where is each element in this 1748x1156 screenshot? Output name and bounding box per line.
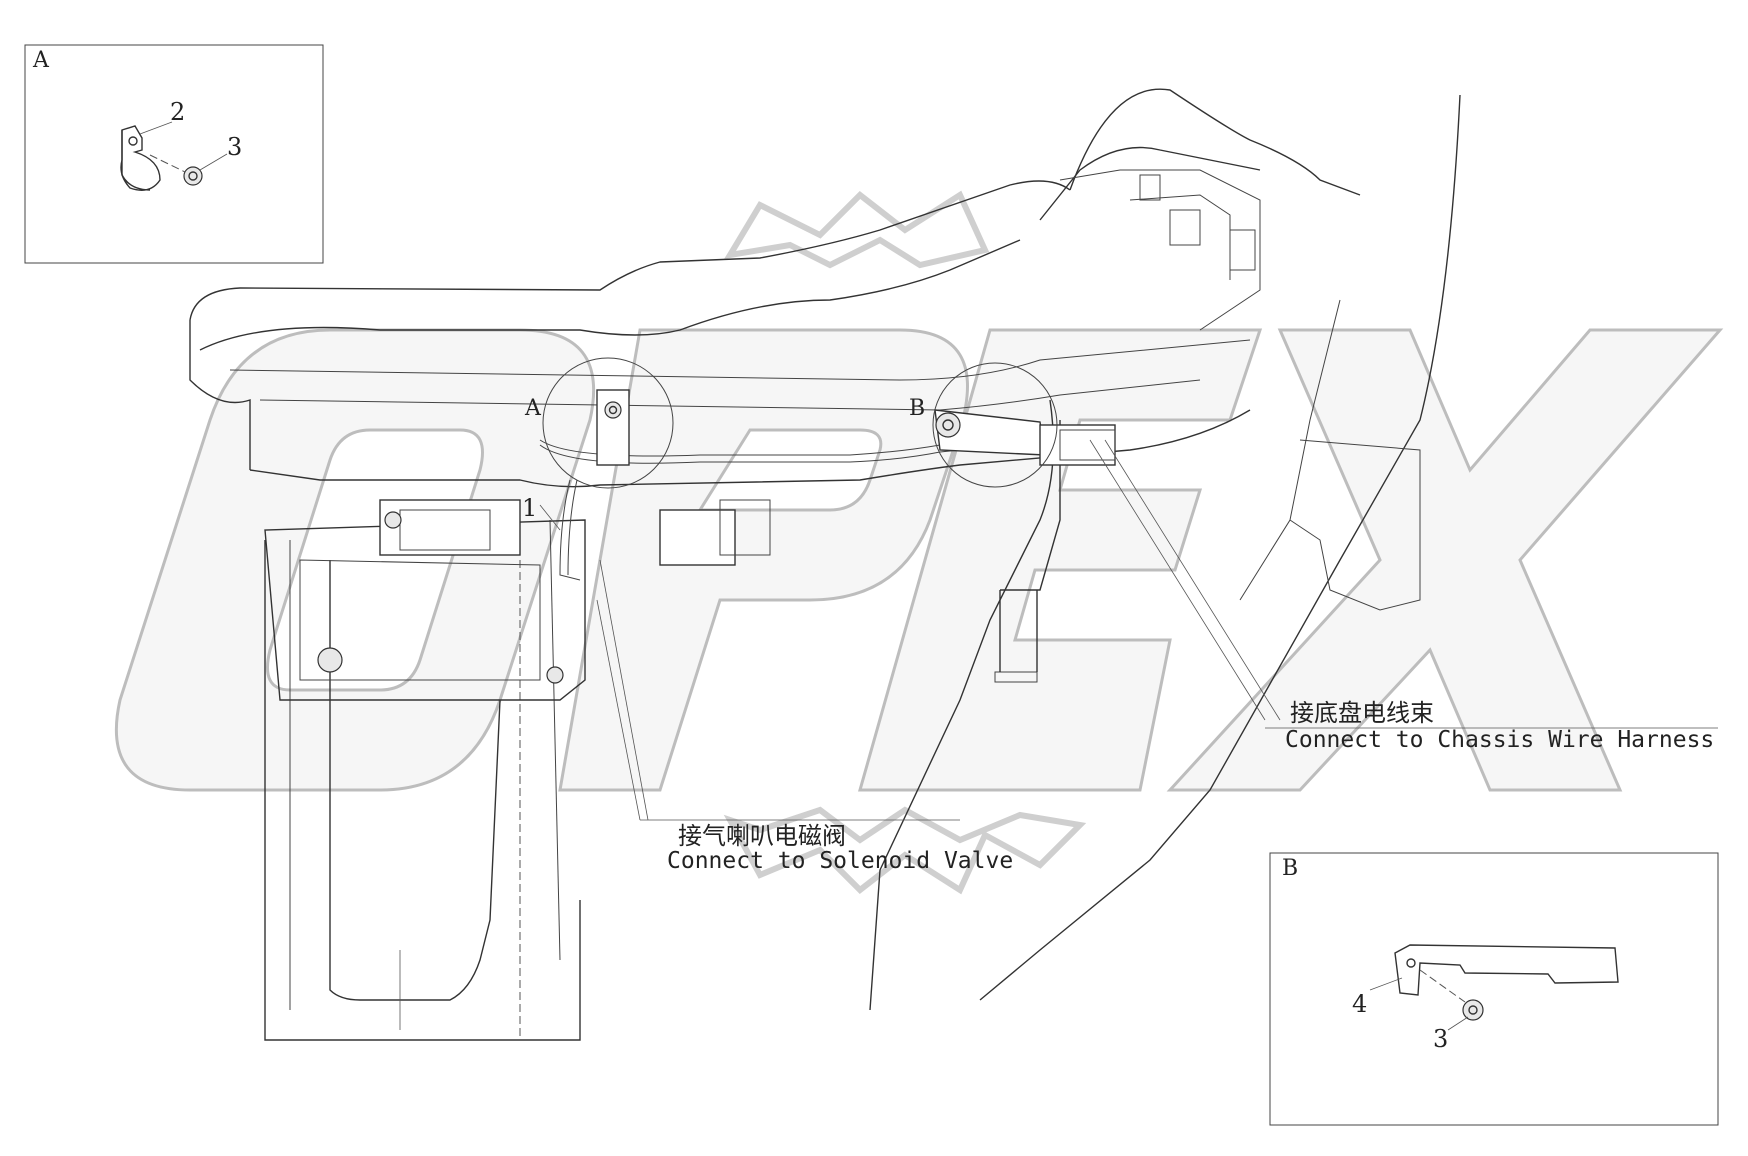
detail-b-graphic xyxy=(1269,852,1719,1126)
watermark-gear-bottom xyxy=(723,806,1087,895)
watermark-logo xyxy=(114,328,1724,792)
detail-a-graphic xyxy=(24,44,324,264)
main-part-1: 1 xyxy=(522,494,538,522)
main-marker-a: A xyxy=(525,396,541,421)
detail-b-part-4: 4 xyxy=(1352,990,1368,1018)
solenoid-label-cn: 接气喇叭电磁阀 xyxy=(678,822,846,850)
detail-b-part-3: 3 xyxy=(1433,1025,1449,1053)
detail-a-part-3: 3 xyxy=(227,133,243,161)
detail-a-part-2: 2 xyxy=(170,98,186,126)
chassis-harness-label-en: Connect to Chassis Wire Harness xyxy=(1285,727,1715,753)
frame-assembly xyxy=(189,88,1718,1041)
solenoid-label-en: Connect to Solenoid Valve xyxy=(667,848,1014,874)
watermark-gear-top xyxy=(724,190,990,269)
main-marker-b: B xyxy=(909,396,926,421)
detail-a-letter: A xyxy=(33,48,49,73)
detail-b-letter: B xyxy=(1282,856,1299,881)
chassis-harness-label-cn: 接底盘电线束 xyxy=(1290,699,1434,727)
